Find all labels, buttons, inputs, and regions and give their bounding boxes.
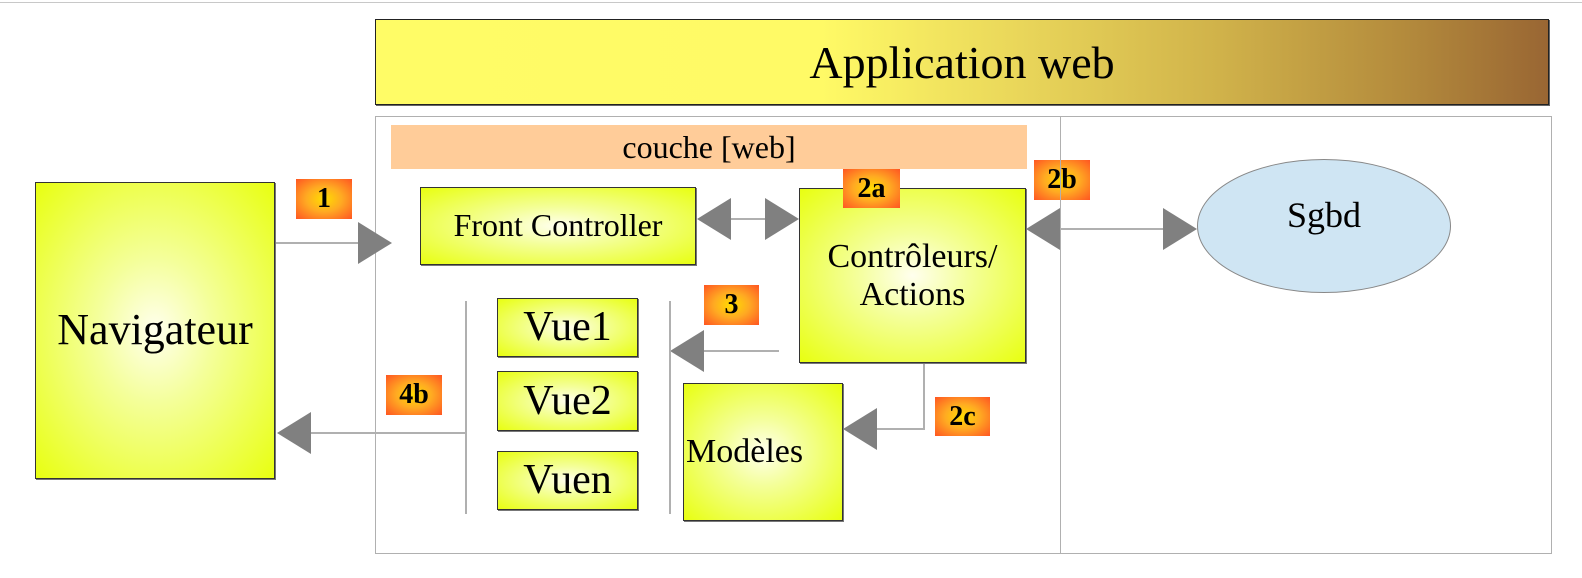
models-node: Modèles <box>683 383 843 521</box>
vue1-label: Vue1 <box>523 304 612 351</box>
vue2-label: Vue2 <box>523 377 612 424</box>
arrowhead-to-navigateur <box>277 412 311 454</box>
front-controller-label: Front Controller <box>453 207 663 244</box>
vue1-node: Vue1 <box>497 298 638 357</box>
web-layer-label: couche [web] <box>391 125 1027 169</box>
step-badge-1: 1 <box>296 179 352 219</box>
web-layer-text: couche [web] <box>622 128 796 165</box>
step-badge-4b: 4b <box>386 375 442 415</box>
navigateur-label: Navigateur <box>57 305 253 355</box>
step-badge-2b-text: 2b <box>1047 164 1077 195</box>
application-web-banner: Application web <box>375 19 1549 105</box>
top-divider <box>0 2 1582 3</box>
step-badge-2b: 2b <box>1034 160 1090 200</box>
step-badge-2c: 2c <box>935 397 990 436</box>
vuen-label: Vuen <box>523 457 612 504</box>
step-badge-2a-text: 2a <box>857 172 886 204</box>
step-badge-2a: 2a <box>843 169 900 208</box>
sgbd-node: Sgbd <box>1197 159 1451 293</box>
step-badge-3: 3 <box>704 285 759 325</box>
banner-title: Application web <box>809 36 1115 88</box>
controllers-actions-node: Contrôleurs/Actions <box>799 188 1026 363</box>
controllers-actions-label: Contrôleurs/Actions <box>827 238 998 313</box>
vue2-node: Vue2 <box>497 371 638 431</box>
navigateur-node: Navigateur <box>35 182 275 479</box>
step-badge-2c-text: 2c <box>949 400 976 432</box>
step-badge-3-text: 3 <box>724 289 739 320</box>
step-badge-4b-text: 4b <box>399 379 429 410</box>
front-controller-node: Front Controller <box>420 187 696 265</box>
models-label: Modèles <box>686 433 804 471</box>
vuen-node: Vuen <box>497 451 638 510</box>
sgbd-label: Sgbd <box>1286 195 1362 235</box>
step-badge-1-text: 1 <box>317 183 331 214</box>
